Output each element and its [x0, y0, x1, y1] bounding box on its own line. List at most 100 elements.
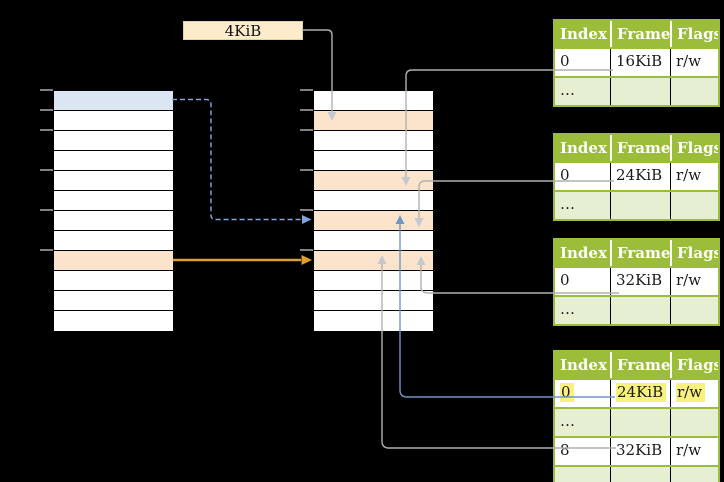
memory-row-left-11 [54, 291, 173, 311]
cell-flags [670, 78, 718, 105]
memory-row-left-1-blue [54, 91, 173, 111]
address-tick-middle [300, 109, 313, 111]
column-header-index: Index [560, 244, 607, 262]
cell-flags: r/w [670, 49, 718, 76]
column-header-index: Index [560, 25, 607, 43]
cell-frame: 32KiB [610, 438, 670, 465]
cell-index: 8 [560, 441, 570, 459]
memory-row-left-2 [54, 111, 173, 131]
arrowhead-dashed-blue [302, 215, 312, 224]
cell-index: 0 [560, 271, 570, 289]
cell-flags: r/w [670, 268, 718, 295]
highlighted-value: r/w [676, 383, 706, 402]
address-tick-middle [300, 209, 313, 211]
memory-row-left-8 [54, 231, 173, 251]
column-header-frame: Frame [610, 21, 670, 47]
arrowhead-orange [301, 255, 312, 265]
highlighted-value: 0 [560, 383, 574, 402]
column-header-index: Index [560, 356, 607, 374]
address-tick-left [40, 169, 53, 171]
memory-row-left-10 [54, 271, 173, 291]
memory-row-left-4 [54, 151, 173, 171]
cell-frame [610, 78, 670, 105]
page-table-4-row-1: 0 24KiB r/w [555, 378, 718, 407]
page-table-2-row-2: … [555, 190, 718, 219]
memory-row-middle-9-orange [314, 251, 433, 271]
cell-flags: r/w [670, 163, 718, 190]
highlighted-value: 24KiB [616, 383, 667, 402]
cell-index: 0 [555, 380, 610, 407]
column-header-flags: Flags [670, 240, 718, 266]
cell-frame: 16KiB [610, 49, 670, 76]
cell-index: … [560, 412, 575, 430]
cell-frame [610, 192, 670, 219]
memory-row-left-6 [54, 191, 173, 211]
cell-frame: 24KiB [610, 380, 670, 407]
memory-row-left-5 [54, 171, 173, 191]
page-size-label-text: 4KiB [224, 21, 262, 40]
cell-frame: 24KiB [610, 163, 670, 190]
cell-flags [670, 297, 718, 324]
column-header-frame: Frame [610, 135, 670, 161]
memory-row-middle-11 [314, 291, 433, 311]
memory-column-left [53, 90, 174, 332]
cell-index: … [560, 470, 575, 482]
address-tick-left [40, 129, 53, 131]
address-tick-left [40, 209, 53, 211]
memory-row-middle-8 [314, 231, 433, 251]
memory-row-middle-12 [314, 311, 433, 331]
column-header-flags: Flags [670, 135, 718, 161]
address-tick-left [40, 249, 53, 251]
memory-row-left-3 [54, 131, 173, 151]
column-header-index: Index [560, 139, 607, 157]
column-header-flags: Flags [670, 21, 718, 47]
memory-row-middle-10 [314, 271, 433, 291]
cell-index: … [560, 300, 575, 318]
memory-row-middle-1 [314, 91, 433, 111]
memory-row-middle-5-orange [314, 171, 433, 191]
memory-row-middle-3 [314, 131, 433, 151]
memory-row-middle-4 [314, 151, 433, 171]
column-header-frame: Frame [610, 240, 670, 266]
address-tick-left [40, 89, 53, 91]
cell-flags [670, 467, 718, 482]
memory-row-left-12 [54, 311, 173, 331]
page-size-label: 4KiB [183, 21, 303, 40]
page-table-3-row-2: … [555, 295, 718, 324]
memory-row-middle-2-orange [314, 111, 433, 131]
connector-dashed-blue [172, 98, 301, 221]
column-header-flags: Flags [670, 352, 718, 378]
cell-frame [610, 409, 670, 436]
address-tick-left [40, 109, 53, 111]
cell-index: … [560, 81, 575, 99]
memory-row-left-9-orange [54, 251, 173, 271]
cell-flags: r/w [670, 438, 718, 465]
memory-row-left-7 [54, 211, 173, 231]
cell-index: 0 [560, 52, 570, 70]
memory-column-middle [313, 90, 434, 332]
cell-frame [610, 297, 670, 324]
cell-frame: 32KiB [610, 268, 670, 295]
cell-flags: r/w [670, 380, 718, 407]
address-tick-middle [300, 249, 313, 251]
page-table-4-row-2: … [555, 407, 718, 436]
cell-index: 0 [560, 166, 570, 184]
address-tick-middle [300, 169, 313, 171]
cell-flags [670, 409, 718, 436]
cell-frame [610, 467, 670, 482]
address-tick-middle [300, 129, 313, 131]
page-table-1-row-2: … [555, 76, 718, 105]
